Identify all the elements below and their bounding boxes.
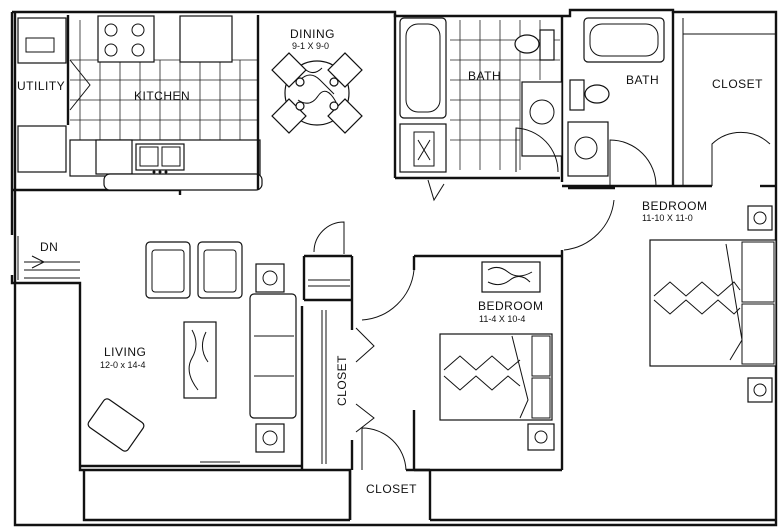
second-bedroom-area: [361, 254, 564, 472]
toilet-fixture: [584, 84, 610, 104]
toilet-fixture: [514, 34, 540, 54]
end-table-fixture: [255, 423, 285, 453]
tv-fixture: [87, 398, 145, 452]
living-label: LIVING: [104, 345, 146, 359]
nightstand-fixture: [527, 423, 555, 451]
breakfast-bar: [103, 173, 263, 191]
kitchen-area: [69, 15, 263, 191]
vanity-fixture: [567, 121, 609, 177]
dining-table-set: [271, 52, 363, 134]
refrigerator-fixture: [179, 15, 233, 63]
nightstand-fixture: [747, 205, 773, 231]
vanity-fixture: [521, 81, 563, 157]
stair-down-label: DN: [40, 240, 58, 254]
master-bedroom-label: BEDROOM: [642, 199, 708, 213]
bathtub-fixture: [583, 17, 665, 63]
living-area: [80, 241, 302, 468]
dining-label: DINING: [290, 27, 335, 41]
armchair-fixture: [197, 241, 243, 299]
entry-closet-area: [348, 427, 432, 520]
nightstand-fixture: [747, 377, 773, 403]
living-dimensions: 12-0 x 14-4: [100, 360, 146, 370]
dishwasher-fixture: [95, 139, 133, 175]
master-closet-area: [671, 12, 776, 188]
dresser-fixture: [481, 261, 541, 293]
master-bedroom-dimensions: 11-10 X 11-0: [642, 213, 693, 223]
dryer-fixture: [17, 125, 67, 173]
second-bedroom-label: BEDROOM: [478, 299, 544, 313]
bed-fixture: [649, 239, 777, 367]
end-table-fixture: [255, 263, 285, 293]
bed-fixture: [439, 333, 553, 421]
hall-closet-label: CLOSET: [335, 355, 349, 406]
sofa-fixture: [249, 293, 297, 419]
master-bedroom-area: [560, 184, 777, 420]
armchair-fixture: [145, 241, 191, 299]
bath-2-label: BATH: [626, 73, 659, 87]
dining-dimensions: 9-1 X 9-0: [292, 41, 329, 51]
bath-1-area: [393, 14, 564, 202]
kitchen-floor-tiles: [70, 20, 258, 140]
bathtub-fixture: [399, 17, 447, 119]
hall-closet-area: [300, 221, 375, 470]
master-closet-label: CLOSET: [712, 77, 763, 91]
stair-down: [17, 236, 80, 280]
coffee-table-fixture: [183, 321, 217, 399]
second-bedroom-dimensions: 11-4 X 10-4: [479, 314, 525, 324]
utility-label: UTILITY: [17, 79, 65, 93]
bath-2-area: [567, 17, 665, 190]
washer-fixture: [17, 17, 67, 64]
range-fixture: [97, 15, 155, 63]
entry-closet-label: CLOSET: [366, 482, 417, 496]
utility-area: [17, 15, 91, 173]
kitchen-label: KITCHEN: [134, 89, 190, 103]
bath-1-label: BATH: [468, 69, 501, 83]
